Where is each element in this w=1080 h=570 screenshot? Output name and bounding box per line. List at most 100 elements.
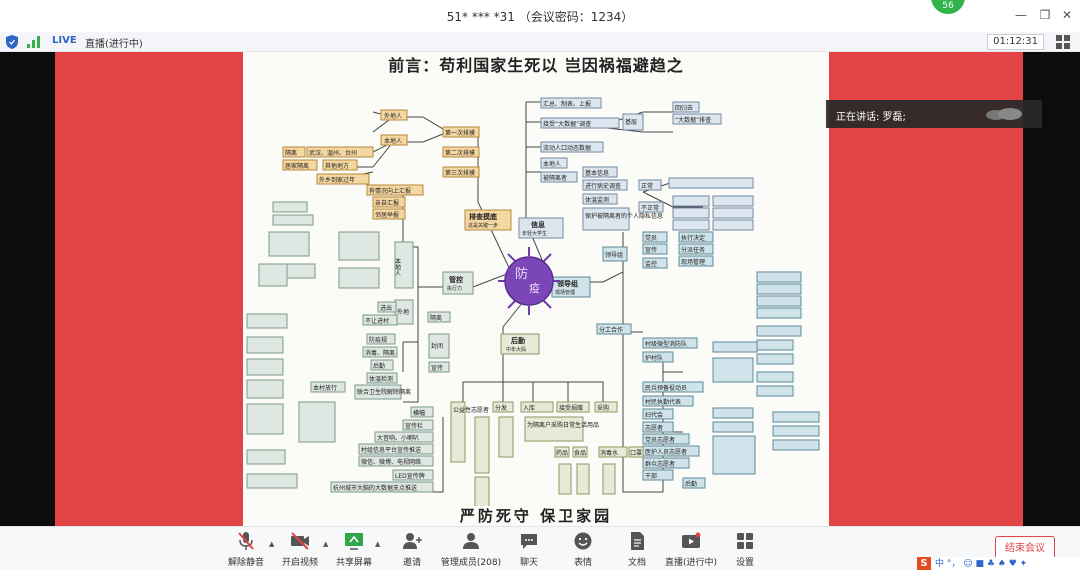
node-logistics-left: 后勤 (373, 362, 385, 370)
audio-options-caret[interactable]: ▲ (269, 540, 275, 548)
node-villager-duty: 村民执勤代表 (645, 398, 681, 406)
node-food: 食品 (574, 449, 586, 457)
node-filler (338, 231, 380, 261)
node-filler (672, 195, 710, 207)
node-party-member: 党员 (645, 234, 657, 242)
node-donations: 接受捐赠 (559, 404, 583, 412)
node-filler (246, 473, 298, 489)
node-filler (756, 385, 794, 397)
hub-survey: 排查摸底 (469, 212, 497, 221)
ime-status[interactable]: 中 °， ☺ ■ ♣ ♠ ♥ ✦ (935, 559, 1028, 569)
share-screen-button[interactable]: 共享屏幕 (334, 530, 374, 568)
node-temperature: 体温检测 (369, 375, 393, 383)
node-filler (756, 371, 794, 383)
unmute-label: 解除静音 (227, 558, 264, 568)
node-bigdata-survey: 接受“大数据”调查 (543, 120, 591, 128)
node-filler (668, 177, 754, 189)
share-options-caret[interactable]: ▲ (375, 540, 381, 548)
node-first-survey: 第一次排摸 (445, 129, 475, 137)
node-filler (558, 463, 572, 495)
documents-button[interactable]: 文档 (620, 530, 654, 568)
node-filler (246, 336, 284, 354)
hub-leadership-sub: 现场管理 (555, 289, 575, 296)
settings-grid-icon (737, 533, 753, 549)
node-normal: 正常 (641, 182, 653, 190)
node-distribute: 分发 (495, 404, 507, 412)
node-joint-release: 联合卫生院解除隔离 (357, 388, 411, 396)
shield-icon[interactable] (6, 35, 18, 49)
node-self-report: 亲自汇报 (375, 199, 399, 207)
node-filler (338, 267, 380, 289)
manage-members-label: 管理成员(208) (440, 558, 502, 568)
node-filler (272, 214, 314, 226)
minimize-button[interactable]: — (1015, 8, 1027, 22)
live-stream-button[interactable]: 直播(进行中) (664, 530, 718, 568)
node-filler (672, 207, 710, 219)
node-filler (258, 263, 288, 287)
virus-icon: 防 疫 (498, 247, 560, 315)
settings-button[interactable]: 设置 (728, 530, 762, 568)
hub-control: 管控 (449, 275, 463, 284)
layout-grid-icon[interactable] (1056, 35, 1070, 49)
node-bigdata-check: “大数据”排查 (675, 116, 711, 124)
chat-icon (521, 534, 537, 549)
node-medical-volunteer: 医护人员志愿者 (645, 448, 687, 456)
node-filler (268, 231, 310, 257)
documents-label: 文档 (627, 558, 646, 568)
node-lockdown: 封闭 (431, 342, 443, 350)
node-locals-right: 本地人 (543, 160, 561, 168)
node-filler (712, 357, 754, 383)
restore-button[interactable]: ❐ (1039, 8, 1051, 22)
network-badge[interactable]: 56 (931, 0, 965, 14)
start-video-button[interactable]: 开启视频 (280, 530, 320, 568)
node-grassroots: 基层 (625, 118, 637, 126)
shared-screen-area: 前言：苟利国家生死以 岂因祸福避趋之 (0, 52, 1080, 526)
node-outsiders: 外地 (397, 308, 409, 316)
live-status[interactable]: 直播(进行中) (85, 39, 143, 50)
node-cadres: 干部 (645, 472, 657, 480)
node-filler (756, 283, 802, 295)
unmute-button[interactable]: 解除静音 (226, 530, 266, 568)
signal-icon[interactable] (27, 36, 41, 48)
node-filler (246, 403, 284, 435)
share-screen-label: 共享屏幕 (335, 558, 372, 568)
reactions-button[interactable]: 表情 (566, 530, 600, 568)
node-entry: 进出 (380, 304, 392, 312)
node-filler (772, 439, 820, 451)
node-filler (756, 295, 802, 307)
shared-slide: 前言：苟利国家生死以 岂因祸福避趋之 (243, 52, 829, 526)
node-epidemic-rules: 防疫规 (369, 336, 387, 344)
hub-info-sub: 年轻大学生 (522, 230, 547, 237)
node-mobile-data: 流动人口动态数据 (543, 144, 591, 152)
node-medicine: 药品 (556, 449, 568, 457)
node-home-isolation: 居家隔离 (285, 162, 309, 170)
node-purchase: 采购 (597, 404, 609, 412)
node-store: 入库 (523, 404, 535, 412)
manage-members-button[interactable]: 管理成员(208) (440, 530, 502, 568)
node-filler (498, 416, 514, 458)
node-filler (712, 435, 756, 475)
node-militia: 民兵预备役动员 (645, 384, 687, 392)
video-off-icon (291, 532, 309, 550)
ime-toolbar[interactable]: S 中 °， ☺ ■ ♣ ♠ ♥ ✦ (917, 557, 1080, 570)
node-filler (474, 476, 490, 506)
chat-button[interactable]: 聊天 (512, 530, 546, 568)
video-options-caret[interactable]: ▲ (323, 540, 329, 548)
hub-logistics: 后勤 (511, 336, 525, 345)
virus-char-b: 疫 (529, 281, 540, 295)
node-filler (272, 201, 308, 213)
invite-label: 邀请 (402, 558, 421, 568)
node-masks: 口罩 (630, 450, 642, 457)
close-button[interactable]: ✕ (1061, 8, 1073, 22)
slide-background-left (55, 52, 243, 526)
document-icon (631, 532, 644, 550)
node-filler (712, 195, 754, 207)
invite-button[interactable]: 邀请 (394, 530, 430, 568)
node-patrol: 护村队 (645, 354, 663, 362)
chat-label: 聊天 (519, 558, 538, 568)
node-leader-group: 领导组 (605, 251, 623, 259)
sogou-logo[interactable]: S (917, 557, 931, 570)
node-women-fed: 妇代会 (645, 411, 663, 419)
node-monitor: 监控 (645, 260, 657, 268)
node-social-media: 微信、微博、电视网络 (361, 458, 421, 466)
